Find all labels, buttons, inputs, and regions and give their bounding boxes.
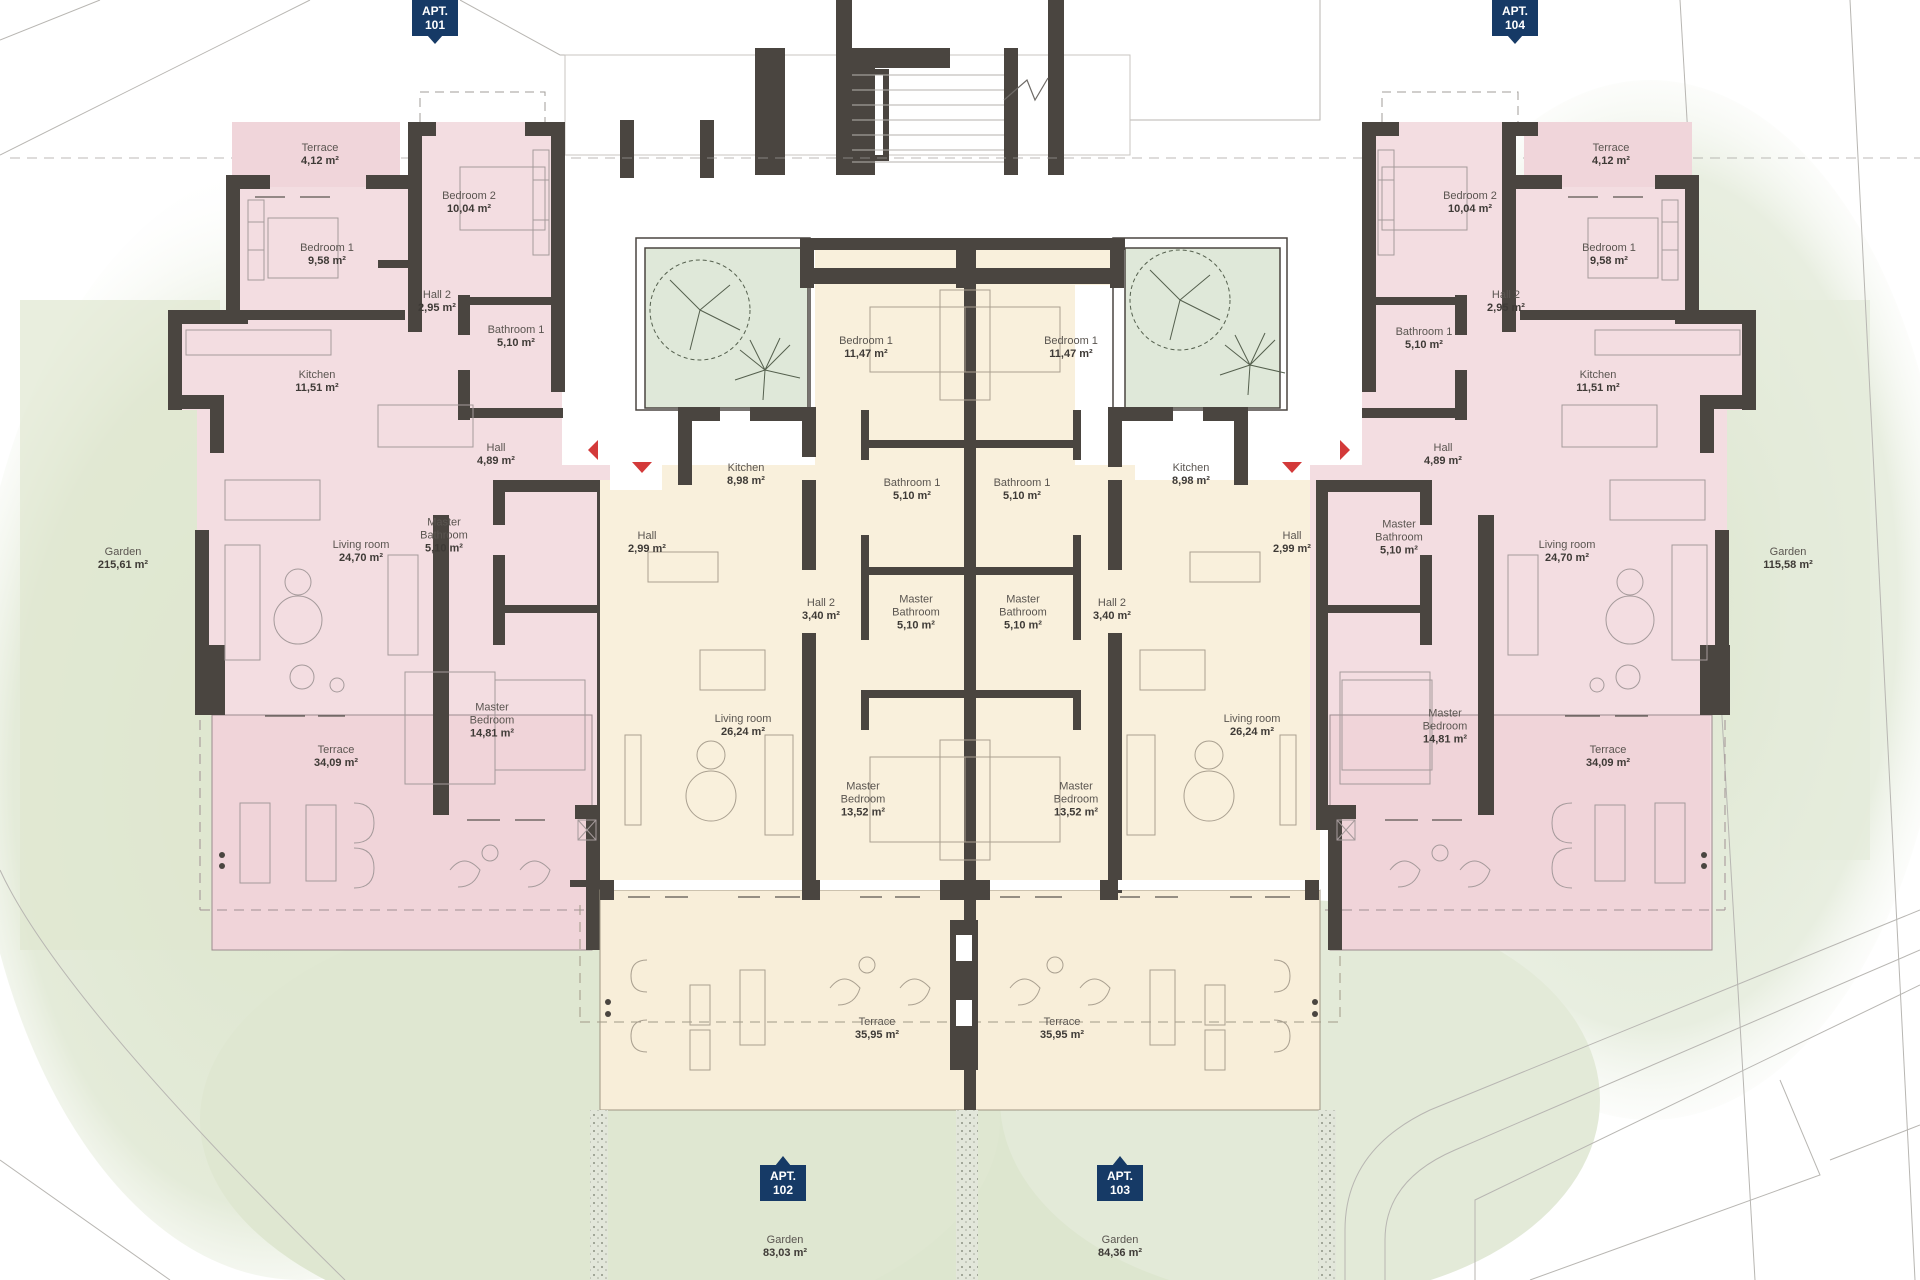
apt-103-badge[interactable]: APT. 103 [1097,1156,1143,1201]
apt-104-badge[interactable]: APT. 104 [1492,0,1538,44]
badge-label: APT. [1106,1169,1133,1183]
badge-label: APT. [421,4,448,18]
badge-label: APT. [769,1169,796,1183]
apt-101-furniture [185,149,597,889]
apt-104-walls [1316,122,1756,950]
apt-104-floor [1310,91,1750,951]
badge-label: APT. [1501,4,1528,18]
apt-104-sliding-doors [1385,196,1648,821]
apt-101-sliding-doors [255,196,545,821]
planter-right [1112,237,1288,411]
planter-left [635,237,811,411]
apt-101-terrace-dots [219,852,225,869]
apt-102-badge[interactable]: APT. 102 [760,1156,806,1201]
apt-102-103-walls [600,238,1320,1263]
apt-101-floor [170,91,610,951]
badge-number: 104 [1504,18,1526,32]
badge-number: 103 [1109,1183,1131,1197]
badge-number: 101 [424,18,446,32]
apt-104-furniture [1336,149,1741,889]
terrace-dots [605,999,1318,1017]
badge-number: 102 [772,1183,794,1197]
apt-102-103-furniture [624,289,1297,1071]
apt-104-terrace-dots [1701,852,1707,869]
apt-101-badge[interactable]: APT. 101 [412,0,458,44]
stair-core [10,0,1920,178]
entrance-arrow-icons [588,440,1350,473]
hedges [590,1110,1336,1280]
